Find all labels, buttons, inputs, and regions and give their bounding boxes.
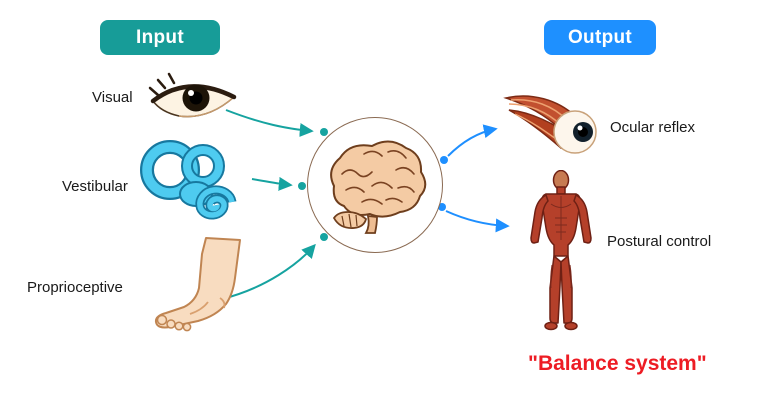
visual-to-brain-arrow xyxy=(225,109,328,138)
input-badge: Input xyxy=(100,20,220,55)
proprioceptive-label: Proprioceptive xyxy=(27,279,123,296)
vestibular-label: Vestibular xyxy=(62,178,128,195)
brain-circle xyxy=(307,117,443,253)
postural-control-label: Postural control xyxy=(607,233,712,250)
inner-ear-icon xyxy=(140,140,237,220)
brain-icon xyxy=(330,140,427,234)
ocular-reflex-label: Ocular reflex xyxy=(610,119,696,136)
foot-icon xyxy=(154,237,241,332)
brain-node-dot xyxy=(298,182,306,190)
brain-to-postural-arrow xyxy=(438,203,510,233)
brain-to-ocular-arrow xyxy=(440,124,498,164)
vestibular-to-brain-arrow xyxy=(251,176,306,191)
output-badge: Output xyxy=(544,20,656,55)
eye-muscle-icon xyxy=(503,95,597,154)
eye-icon xyxy=(148,72,237,118)
visual-label: Visual xyxy=(92,89,133,106)
muscular-body-icon xyxy=(530,170,592,331)
caption-balance-system: "Balance system" xyxy=(528,352,707,375)
brain-node-dot xyxy=(440,156,448,164)
